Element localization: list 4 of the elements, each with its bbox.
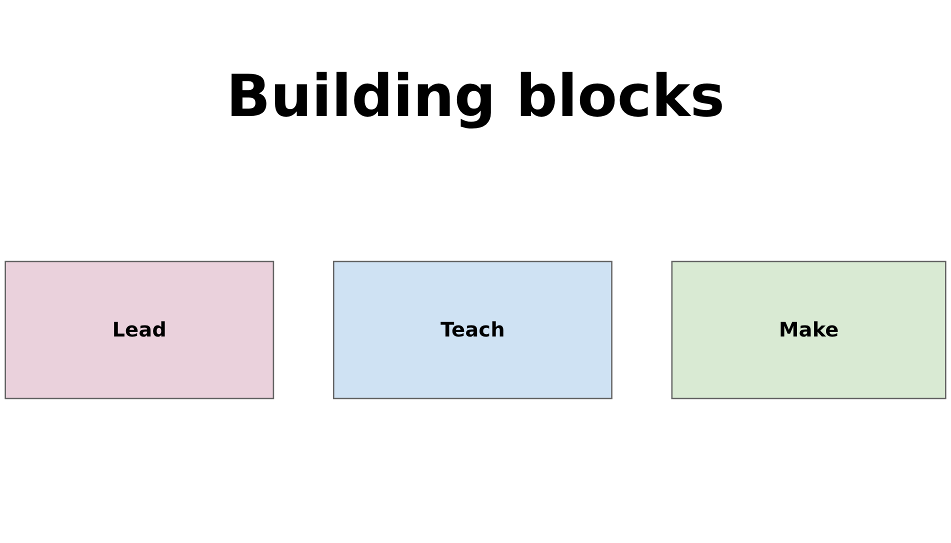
node-box: Teach bbox=[332, 260, 612, 400]
diagram-title: Building blocks bbox=[225, 62, 726, 130]
node-box: Make bbox=[671, 260, 946, 400]
node-box: Lead bbox=[4, 260, 274, 400]
